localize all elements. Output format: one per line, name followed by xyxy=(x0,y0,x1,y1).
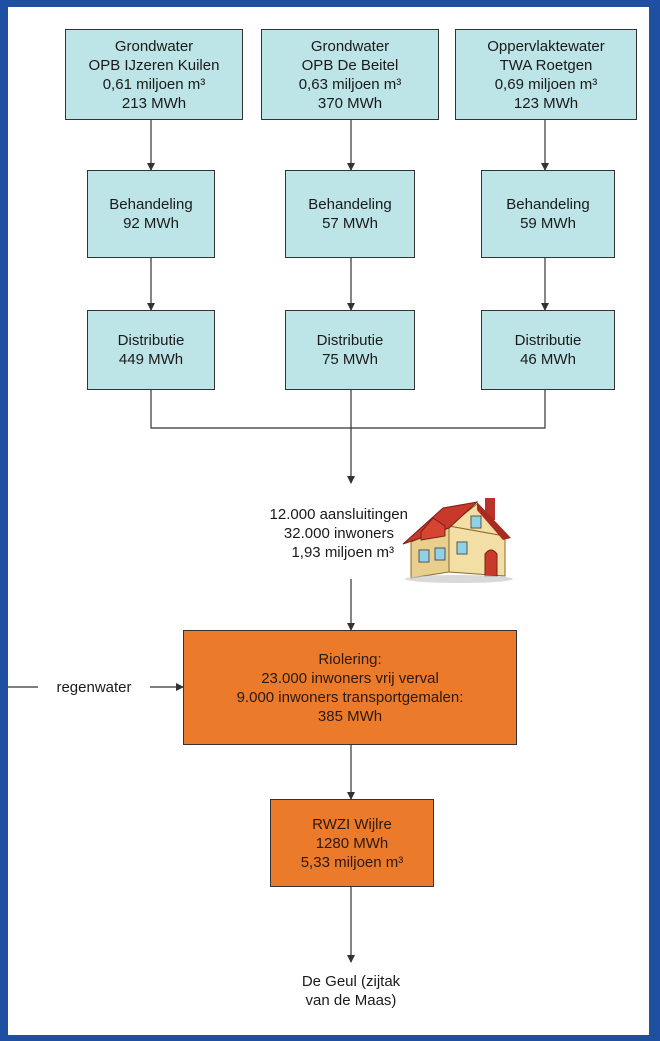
wwtp-box: RWZI Wijlre 1280 MWh 5,33 miljoen m³ xyxy=(270,799,434,887)
outlet-line-2: van de Maas) xyxy=(305,992,397,1009)
wwtp-energy: 1280 MWh xyxy=(315,834,389,852)
distribution-value: 75 MWh xyxy=(322,351,378,368)
distribution-value: 449 MWh xyxy=(118,351,184,368)
consumers-summary: 12.000 aansluitingen 32.000 inwoners 1,9… xyxy=(208,487,408,579)
source-type: Oppervlaktewater xyxy=(487,37,605,55)
sewer-box: Riolering: 23.000 inwoners vrij verval 9… xyxy=(183,630,517,745)
source-name: TWA Roetgen xyxy=(499,56,593,74)
treatment-box-3: Behandeling 59 MWh xyxy=(481,170,615,258)
treatment-value: 57 MWh xyxy=(322,215,378,232)
source-name: OPB IJzeren Kuilen xyxy=(88,56,220,74)
treatment-label: Behandeling xyxy=(308,196,392,213)
treatment-box-1: Behandeling 92 MWh xyxy=(87,170,215,258)
source-box-roetgen: Oppervlaktewater TWA Roetgen 0,69 miljoe… xyxy=(455,29,637,120)
treatment-label: Behandeling xyxy=(506,196,590,213)
outlet-line-1: De Geul (zijtak xyxy=(301,973,401,990)
consumption-volume: 1,93 miljoen m³ xyxy=(291,543,394,561)
diagram-frame: Grondwater OPB IJzeren Kuilen 0,61 miljo… xyxy=(8,7,649,1035)
connections-count: 12.000 aansluitingen xyxy=(269,505,408,523)
source-name: OPB De Beitel xyxy=(301,56,399,74)
source-energy: 123 MWh xyxy=(513,94,579,112)
distribution-box-3: Distributie 46 MWh xyxy=(481,310,615,390)
distribution-label: Distributie xyxy=(514,332,582,349)
rainwater-label: regenwater xyxy=(56,678,132,696)
treatment-value: 59 MWh xyxy=(520,215,576,232)
treatment-box-2: Behandeling 57 MWh xyxy=(285,170,415,258)
outlet-label: De Geul (zijtak van de Maas) xyxy=(251,969,451,1013)
source-volume: 0,63 miljoen m³ xyxy=(298,75,402,93)
distribution-label: Distributie xyxy=(117,332,185,349)
sewer-gravity: 23.000 inwoners vrij verval xyxy=(261,669,439,687)
source-energy: 370 MWh xyxy=(317,94,383,112)
source-box-de-beitel: Grondwater OPB De Beitel 0,63 miljoen m³… xyxy=(261,29,439,120)
sewer-energy: 385 MWh xyxy=(317,707,383,725)
distribution-label: Distributie xyxy=(316,332,384,349)
distribution-box-1: Distributie 449 MWh xyxy=(87,310,215,390)
distribution-box-2: Distributie 75 MWh xyxy=(285,310,415,390)
source-type: Grondwater xyxy=(310,37,390,55)
distribution-merge-line xyxy=(150,390,546,429)
house-icon xyxy=(402,498,513,583)
residents-count: 32.000 inwoners xyxy=(283,524,394,542)
source-volume: 0,69 miljoen m³ xyxy=(494,75,598,93)
source-box-ijzeren-kuilen: Grondwater OPB IJzeren Kuilen 0,61 miljo… xyxy=(65,29,243,120)
wwtp-name: RWZI Wijlre xyxy=(312,815,392,833)
source-energy: 213 MWh xyxy=(121,94,187,112)
source-type: Grondwater xyxy=(114,37,194,55)
wwtp-volume: 5,33 miljoen m³ xyxy=(300,853,404,871)
sewer-pumped: 9.000 inwoners transportgemalen: xyxy=(236,688,464,706)
sewer-title: Riolering: xyxy=(318,650,382,668)
treatment-value: 92 MWh xyxy=(123,215,179,232)
treatment-label: Behandeling xyxy=(109,196,193,213)
source-volume: 0,61 miljoen m³ xyxy=(102,75,206,93)
distribution-value: 46 MWh xyxy=(520,351,576,368)
